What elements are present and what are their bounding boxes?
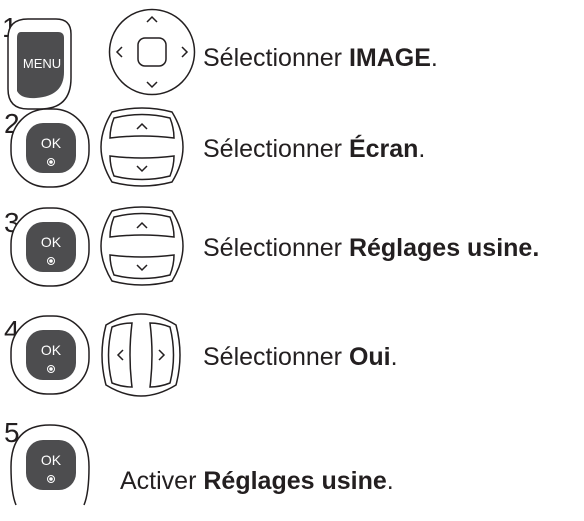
up-button <box>109 212 175 238</box>
step-3: 3 OK Sélectionner Réglages usine. <box>0 205 584 305</box>
instruction-suffix: . <box>390 343 398 371</box>
ok-button[interactable]: OK <box>10 108 90 188</box>
ok-button-label: OK <box>40 234 62 250</box>
updown-rocker[interactable] <box>100 205 184 287</box>
up-button <box>109 113 175 139</box>
step-instruction: Sélectionner Réglages usine. <box>203 236 539 261</box>
instruction-suffix: . <box>430 44 438 72</box>
ok-button-label: OK <box>40 135 62 151</box>
step-4: 4 OK Sélectionner Oui. <box>0 313 584 413</box>
instruction-keyword: Réglages usine <box>203 467 387 495</box>
ok-button[interactable]: OK <box>10 315 90 395</box>
menu-button-label: MENU <box>22 56 62 71</box>
menu-button[interactable]: MENU <box>6 18 72 110</box>
arrow-left-icon <box>116 349 124 361</box>
instruction-keyword: IMAGE <box>348 44 431 72</box>
ok-button-label: OK <box>40 452 62 468</box>
down-button <box>109 254 175 280</box>
dpad-4way[interactable] <box>108 8 196 96</box>
step-instruction: Activer Réglages usine. <box>120 469 394 494</box>
leftright-rocker[interactable] <box>100 313 182 397</box>
step-1: 1 MENU Sélectionner IMAGE. <box>0 0 584 110</box>
dpad-center-button <box>137 37 167 67</box>
instruction-suffix: . <box>386 467 394 495</box>
ok-button[interactable]: OK <box>10 423 90 507</box>
left-button <box>107 322 133 388</box>
ok-button-label: OK <box>40 342 62 358</box>
arrow-up-icon <box>146 15 158 23</box>
arrow-left-icon <box>115 46 123 58</box>
step-instruction: Sélectionner IMAGE. <box>203 46 438 71</box>
arrow-right-icon <box>181 46 189 58</box>
arrow-up-icon <box>136 122 148 130</box>
right-button <box>149 322 175 388</box>
step-instruction: Sélectionner Oui. <box>203 345 398 370</box>
instruction-text: Sélectionner <box>203 44 349 72</box>
instruction-text: Sélectionner <box>203 234 349 262</box>
instruction-keyword: Oui <box>348 343 391 371</box>
menu-button-shape <box>7 18 72 110</box>
step-2: 2 OK Sélectionner Écran. <box>0 106 584 206</box>
step-5: 5 OK Activer Réglages usine. <box>0 415 584 515</box>
arrow-down-icon <box>136 264 148 272</box>
down-button <box>109 155 175 181</box>
instruction-text: Sélectionner <box>203 135 349 163</box>
arrow-right-icon <box>158 349 166 361</box>
arrow-up-icon <box>136 221 148 229</box>
step-number: 5 <box>4 417 20 448</box>
instruction-keyword: Écran <box>348 135 419 163</box>
arrow-down-icon <box>146 81 158 89</box>
instruction-keyword: Réglages usine. <box>348 234 540 262</box>
instruction-text: Activer <box>120 467 204 495</box>
step-instruction: Sélectionner Écran. <box>203 137 425 162</box>
ok-button[interactable]: OK <box>10 207 90 287</box>
instruction-text: Sélectionner <box>203 343 349 371</box>
updown-rocker[interactable] <box>100 106 184 188</box>
instruction-suffix: . <box>418 135 426 163</box>
arrow-down-icon <box>136 165 148 173</box>
